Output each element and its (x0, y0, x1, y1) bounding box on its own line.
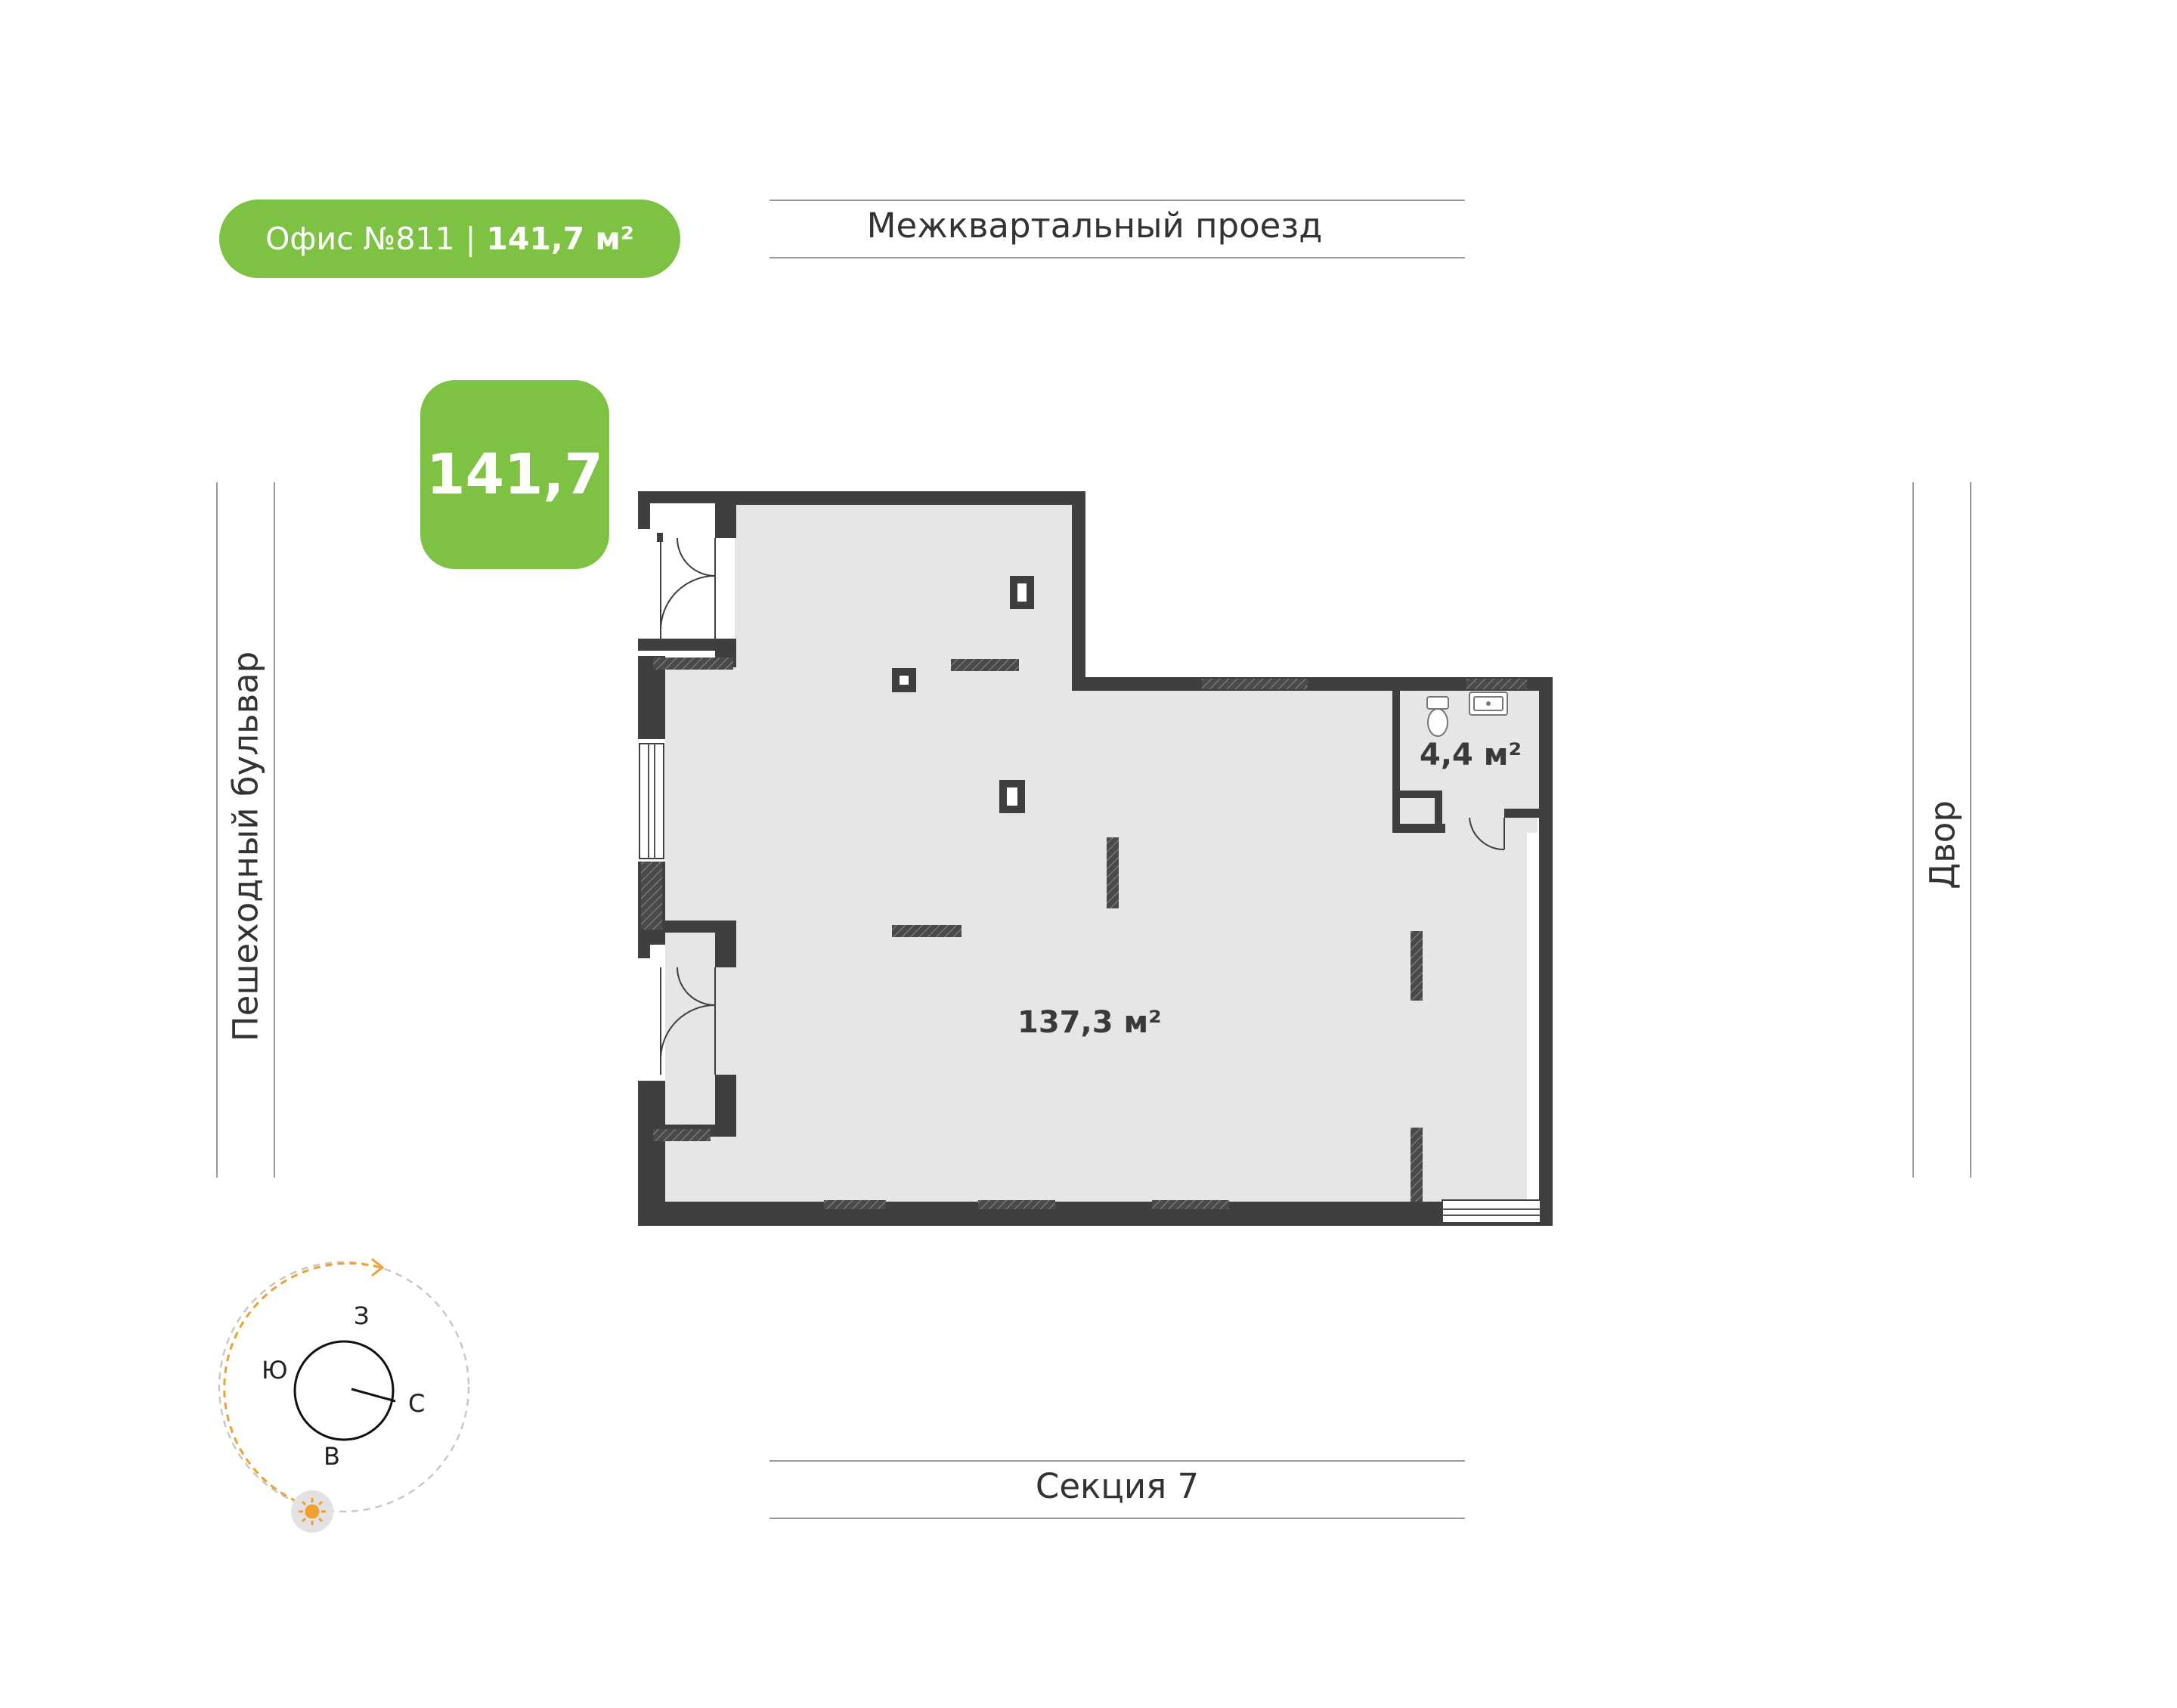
right-street-line-inner (1912, 482, 1914, 1177)
wc-door (1469, 817, 1505, 851)
total-area-badge: 141,7 (420, 380, 609, 569)
left-street-line-outer (216, 482, 218, 1177)
left-street-line-inner (274, 482, 275, 1177)
top-street-line-lower (770, 257, 1465, 258)
sink-icon (1469, 692, 1508, 716)
wc-area-label: 4,4 м² (1420, 738, 1522, 772)
compass-north-label: С (408, 1389, 426, 1418)
top-street-label: Межквартальный проезд (866, 206, 1323, 246)
left-window (639, 743, 664, 859)
lower-entrance-doors (660, 967, 716, 1075)
title-separator: | (465, 221, 476, 257)
office-area-label: 141,7 м² (486, 221, 634, 257)
sun-icon (299, 1498, 326, 1525)
bottom-street-line-lower (770, 1518, 1465, 1519)
sun-path-arc (223, 1262, 381, 1509)
bottom-street-line-upper (770, 1460, 1465, 1462)
compass-circle (293, 1340, 395, 1441)
office-title-pill: Офис №811 | 141,7 м² (219, 200, 680, 278)
main-room-area-label: 137,3 м² (1017, 1005, 1162, 1040)
main-floor (665, 505, 1542, 1202)
compass-needle (351, 1388, 396, 1403)
hatched-walls (641, 658, 1527, 1209)
right-street-line-outer (1970, 482, 1971, 1177)
toilet-icon (1426, 696, 1449, 737)
bottom-right-window (1442, 1199, 1541, 1224)
compass-south-label: Ю (262, 1356, 288, 1385)
office-number-label: Офис №811 (265, 221, 455, 257)
bottom-street-label: Секция 7 (1035, 1466, 1200, 1506)
sun-path-arrow-icon (371, 1258, 385, 1277)
upper-entrance-doors (657, 533, 716, 639)
columns (892, 576, 1034, 813)
outer-walls (638, 491, 1553, 1226)
top-street-line-upper (770, 200, 1465, 201)
sun-orbit-circle (218, 1261, 470, 1513)
compass-diagram (218, 1258, 470, 1533)
compass-west-label: З (354, 1301, 370, 1330)
total-area-value: 141,7 (426, 442, 604, 507)
compass-east-label: В (324, 1442, 340, 1471)
